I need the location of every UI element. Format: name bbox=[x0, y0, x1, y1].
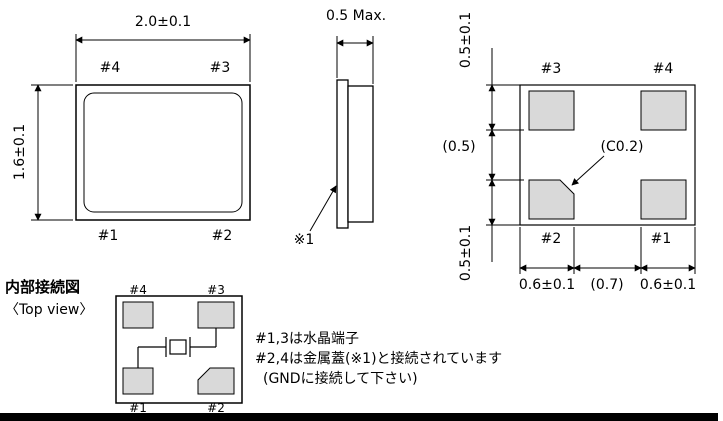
conn-pad-3-label: #3 bbox=[207, 283, 225, 297]
conn-pad-2-chamfered bbox=[197, 367, 235, 395]
pad-height-top-dim: 0.5±0.1 bbox=[458, 11, 474, 69]
conn-pad-4 bbox=[122, 301, 154, 329]
top-view-height-dim: 1.6±0.1 bbox=[12, 123, 28, 181]
package-outline bbox=[75, 84, 251, 221]
bottom-view-pad-4-label: #4 bbox=[652, 61, 674, 77]
row-gap-dim: (0.5) bbox=[442, 139, 476, 155]
lid-reference-label: ※1 bbox=[293, 232, 315, 248]
package-body-side bbox=[347, 85, 374, 223]
pad-1 bbox=[640, 179, 687, 220]
lid-seam bbox=[83, 92, 243, 213]
bottom-view-pad-1-label: #1 bbox=[650, 231, 672, 247]
chamfer-leader-line bbox=[571, 155, 605, 186]
bottom-view-pad-2-label: #2 bbox=[540, 231, 562, 247]
pad-2-chamfered bbox=[528, 179, 575, 220]
crystal-wiring bbox=[137, 328, 217, 368]
pad-gap-dim: (0.7) bbox=[590, 277, 624, 293]
bottom-view-pad-3-label: #3 bbox=[540, 61, 562, 77]
pad-4 bbox=[640, 90, 687, 131]
chamfer-note: (C0.2) bbox=[600, 139, 644, 155]
conn-pad-2-label: #2 bbox=[207, 401, 225, 415]
top-view-pad-2-label: #2 bbox=[211, 228, 233, 244]
pad-width-left-dim: 0.6±0.1 bbox=[518, 277, 576, 293]
note-line-1: #1,3は水晶端子 bbox=[255, 331, 359, 347]
top-view-width-dim: 2.0±0.1 bbox=[134, 14, 192, 30]
top-view-outline bbox=[31, 34, 251, 221]
conn-pad-4-label: #4 bbox=[129, 283, 147, 297]
conn-pad-1-label: #1 bbox=[129, 401, 147, 415]
note-line-3: (GNDに接続して下さい) bbox=[263, 371, 418, 387]
crystal-symbol bbox=[169, 339, 187, 355]
top-view-pad-4-label: #4 bbox=[99, 60, 121, 76]
side-view bbox=[309, 36, 374, 232]
conn-pad-3 bbox=[197, 301, 235, 329]
note-line-2: #2,4は金属蓋(※1)と接続されています bbox=[255, 351, 503, 367]
conn-pad-1 bbox=[122, 367, 154, 395]
top-view-pad-3-label: #3 bbox=[209, 60, 231, 76]
connection-subtitle: 〈Top view〉 bbox=[5, 302, 94, 318]
connection-title: 内部接続図 bbox=[5, 278, 81, 296]
bottom-divider bbox=[0, 413, 718, 421]
metal-lid-side bbox=[336, 79, 349, 229]
connection-diagram bbox=[115, 295, 243, 404]
pad-3 bbox=[528, 90, 575, 131]
top-view-pad-1-label: #1 bbox=[97, 228, 119, 244]
side-view-thickness-dim: 0.5 Max. bbox=[325, 8, 387, 24]
pad-width-right-dim: 0.6±0.1 bbox=[639, 277, 697, 293]
lid-leader-line bbox=[309, 185, 337, 232]
pad-height-bottom-dim: 0.5±0.1 bbox=[458, 224, 474, 282]
bottom-view bbox=[486, 48, 696, 274]
